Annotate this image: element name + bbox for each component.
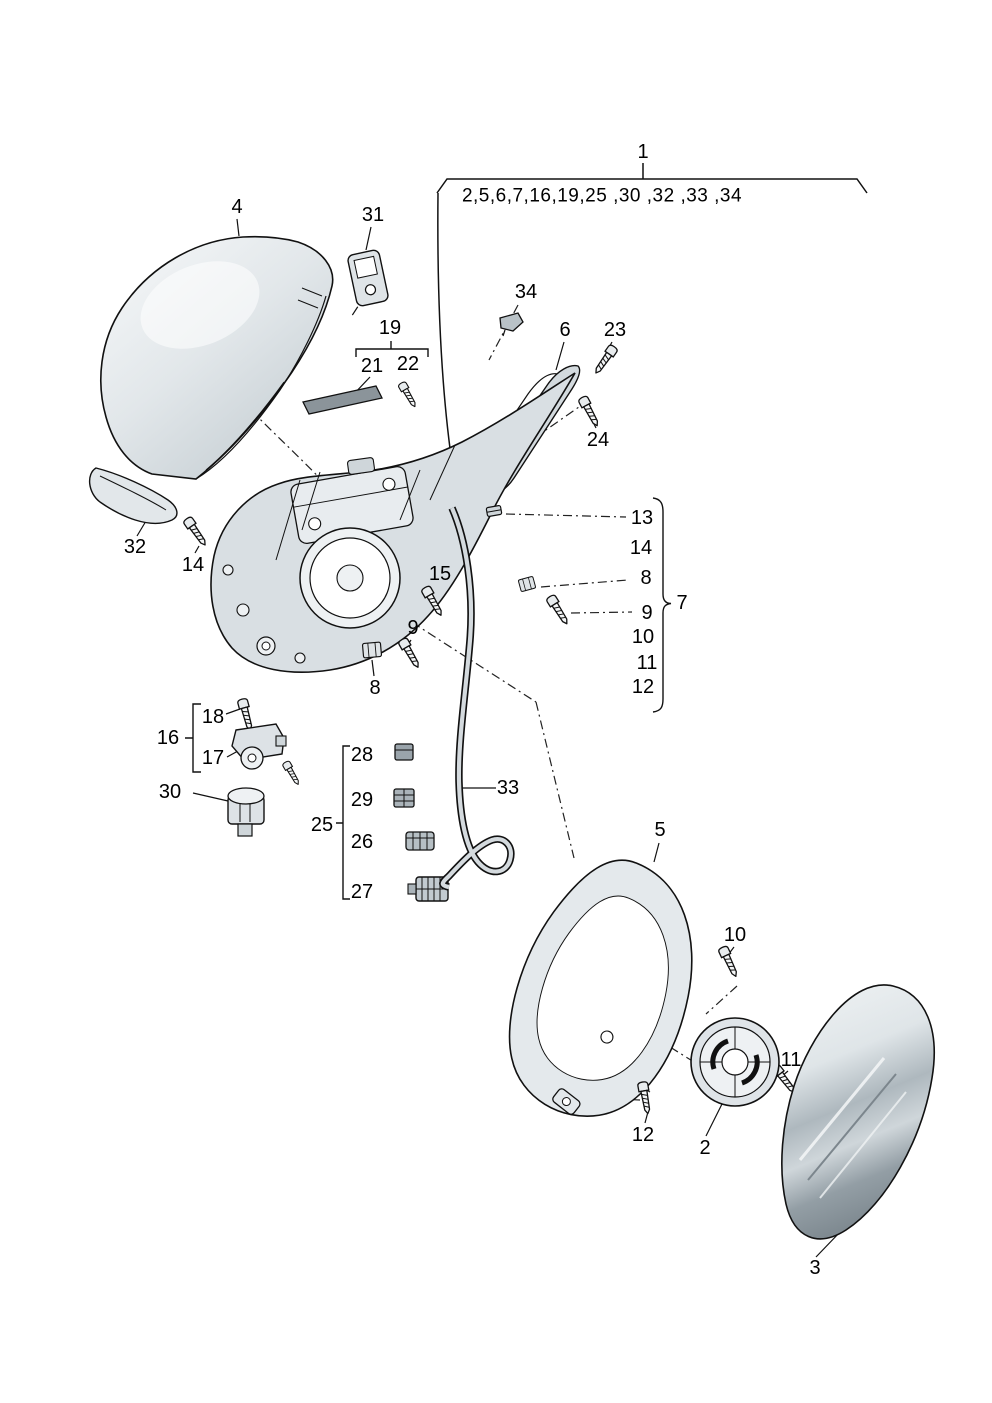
part-label-9-mid: 9	[407, 617, 419, 639]
part-label-13: 13	[630, 507, 654, 529]
part-label-27: 27	[350, 881, 374, 903]
screw-part-23	[591, 343, 620, 377]
actuator-part-17	[231, 723, 287, 770]
indicator-lens-part-32	[89, 467, 178, 525]
part-label-34: 34	[514, 281, 538, 303]
part-label-12-right: 12	[631, 676, 655, 698]
part-label-14-right: 14	[629, 537, 653, 559]
retainer-part-8-right	[517, 575, 537, 593]
clip-part-34	[499, 312, 524, 337]
part-label-31: 31	[361, 204, 385, 226]
part-label-25: 25	[310, 814, 334, 836]
part-label-10-bottom: 10	[723, 924, 747, 946]
part-label-8-mid: 8	[369, 677, 381, 699]
connector-part-29	[393, 788, 415, 808]
part-label-21: 21	[360, 355, 384, 377]
part-label-22: 22	[396, 353, 420, 375]
mirror-frame-housing	[210, 372, 576, 673]
part-label-7: 7	[676, 592, 688, 614]
actuator-plate-part-2	[690, 1017, 780, 1107]
housing-cap-part-4	[100, 235, 334, 480]
part-label-4: 4	[231, 196, 243, 218]
part-label-15: 15	[428, 563, 452, 585]
screw-part-18	[236, 697, 256, 732]
harness-part-33	[439, 506, 515, 891]
screw-part-14	[181, 515, 210, 549]
screw-part-22	[397, 380, 420, 410]
part-label-32: 32	[123, 536, 147, 558]
part-label-6: 6	[559, 319, 571, 341]
retainer-part-13	[485, 504, 503, 518]
mirror-glass-part-3	[781, 984, 935, 1240]
part-label-2: 2	[699, 1137, 711, 1159]
part-label-23: 23	[603, 319, 627, 341]
part-label-33: 33	[496, 777, 520, 799]
screw-part-9-right	[544, 593, 572, 628]
connector-part-26	[405, 831, 435, 851]
bracket-part-31	[347, 249, 389, 316]
part-label-29: 29	[350, 789, 374, 811]
part-label-1: 1	[637, 141, 649, 163]
part-label-11-right: 11	[636, 652, 658, 674]
assembly-parts-list: 2,5,6,7,16,19,25 ,30 ,32 ,33 ,34	[461, 185, 743, 207]
assembly-bracket-1	[436, 163, 868, 471]
part-label-8-right: 8	[640, 567, 652, 589]
part-label-12-bottom: 12	[631, 1124, 655, 1146]
part-label-26: 26	[350, 831, 374, 853]
part-label-3: 3	[809, 1257, 821, 1279]
part-label-17: 17	[201, 747, 225, 769]
pad-part-28	[394, 743, 414, 761]
screw-part-10	[717, 944, 742, 980]
part-label-14-left: 14	[181, 554, 205, 576]
group-brace-7	[652, 497, 672, 713]
screw-near-30	[281, 759, 303, 787]
part-label-5: 5	[654, 819, 666, 841]
part-label-11-bottom: 11	[780, 1049, 802, 1071]
part-label-19: 19	[378, 317, 402, 339]
part-label-18: 18	[201, 706, 225, 728]
motor-part-30	[227, 787, 265, 837]
group-bracket-25	[336, 745, 350, 900]
frame-ring-part-5	[508, 859, 693, 1117]
group-bracket-19	[355, 341, 429, 357]
part-label-9-right: 9	[641, 602, 653, 624]
seal-strip-part-21	[302, 385, 383, 415]
group-bracket-16	[185, 703, 201, 773]
part-label-16: 16	[156, 727, 180, 749]
part-label-28: 28	[350, 744, 374, 766]
screw-part-12	[636, 1080, 654, 1116]
part-label-30: 30	[158, 781, 182, 803]
screw-part-24	[577, 394, 603, 429]
retainer-part-8	[361, 641, 383, 659]
part-label-24: 24	[586, 429, 610, 451]
part-label-10-right: 10	[631, 626, 655, 648]
